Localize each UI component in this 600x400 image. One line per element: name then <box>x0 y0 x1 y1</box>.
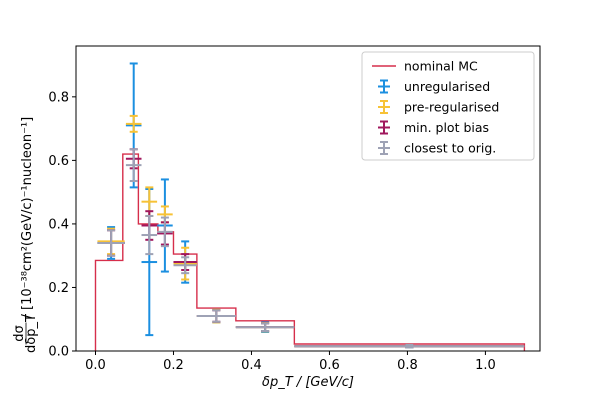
y-tick-label: 0.4 <box>48 217 69 232</box>
y-tick-label: 0.8 <box>48 90 69 105</box>
legend: nominal MC unregularised pre-regularised mi… <box>361 51 535 161</box>
y-axis: 0.0 0.2 0.4 0.6 0.8 <box>48 90 76 360</box>
y-tick-label: 0.2 <box>48 281 69 296</box>
error-bar-point <box>235 322 295 332</box>
legend-label: unregularised <box>404 79 490 94</box>
x-tick-label: 0.8 <box>397 358 418 373</box>
error-bar-point <box>97 229 125 257</box>
error-bar-point <box>173 256 197 275</box>
legend-item: pre-regularised <box>378 100 499 115</box>
nominal-mc-histogram <box>94 153 526 351</box>
y-tick-label: 0.0 <box>48 345 69 360</box>
data-points <box>97 62 525 349</box>
error-bar-point <box>294 343 525 349</box>
legend-box <box>361 51 535 161</box>
error-bar-point <box>125 114 142 133</box>
y-axis-label: dσ dδp_T / [10⁻³⁸cm²(GeV/c)⁻¹nucleon⁻¹] <box>12 117 39 353</box>
x-tick-label: 0.6 <box>319 358 340 373</box>
y-label-fraction-denominator: dδp_T <box>24 314 39 353</box>
x-tick-label: 0.4 <box>241 358 262 373</box>
legend-label: min. plot bias <box>404 120 489 135</box>
error-bar-point <box>196 309 236 323</box>
legend-item: nominal MC <box>372 59 478 74</box>
legend-label: nominal MC <box>404 59 478 74</box>
plot-border <box>75 45 541 352</box>
error-bar-point <box>125 148 142 183</box>
x-tick-label: 0.2 <box>163 358 184 373</box>
y-tick-label: 0.6 <box>48 154 69 169</box>
x-axis: 0.0 0.2 0.4 0.6 0.8 1.0 <box>85 351 496 373</box>
x-tick-label: 0.0 <box>85 358 106 373</box>
x-axis-label: δp_T / [GeV/c] <box>262 375 354 390</box>
error-bar-point <box>141 214 158 256</box>
legend-label: pre-regularised <box>404 100 499 115</box>
legend-item: unregularised <box>378 79 490 94</box>
x-tick-label: 1.0 <box>475 358 496 373</box>
legend-item: closest to orig. <box>378 141 496 156</box>
y-label-main: / [10⁻³⁸cm²(GeV/c)⁻¹nucleon⁻¹] <box>20 117 35 319</box>
legend-label: closest to orig. <box>404 141 496 156</box>
y-label-fraction-numerator: dσ <box>12 325 27 342</box>
legend-item: min. plot bias <box>378 120 489 135</box>
series-closest-to-orig- <box>97 148 525 349</box>
error-bar-point <box>157 216 173 248</box>
nominal-mc-line <box>94 153 526 351</box>
